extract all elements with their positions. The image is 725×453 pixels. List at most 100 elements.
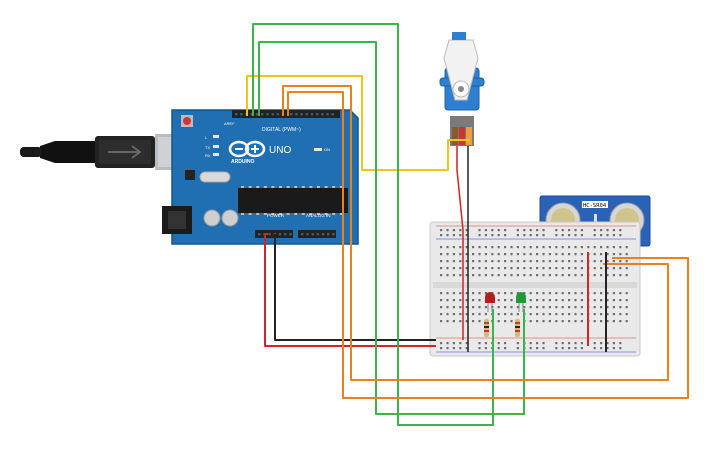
breadboard-hole bbox=[561, 299, 564, 302]
chip-pin bbox=[309, 213, 313, 215]
chip-pin bbox=[286, 186, 290, 188]
breadboard-hole bbox=[606, 253, 609, 256]
breadboard-hole bbox=[465, 274, 468, 277]
breadboard-hole bbox=[536, 246, 539, 249]
chip-pin bbox=[309, 186, 313, 188]
breadboard-hole bbox=[593, 347, 596, 350]
breadboard-hole bbox=[580, 267, 583, 270]
breadboard-hole bbox=[561, 306, 564, 309]
chip-pin bbox=[324, 186, 328, 188]
breadboard-hole bbox=[529, 342, 532, 345]
breadboard-hole bbox=[548, 253, 551, 256]
breadboard-hole bbox=[593, 229, 596, 232]
breadboard-hole bbox=[516, 253, 519, 256]
brand-label: ARDUINO bbox=[231, 159, 254, 165]
chip-pin bbox=[271, 186, 275, 188]
breadboard-hole bbox=[625, 299, 628, 302]
chip-pin bbox=[317, 186, 320, 188]
breadboard-hole bbox=[523, 292, 526, 295]
breadboard-hole bbox=[440, 299, 443, 302]
breadboard-hole bbox=[452, 260, 455, 263]
breadboard-hole bbox=[459, 246, 462, 249]
breadboard-hole bbox=[478, 292, 481, 295]
breadboard-hole bbox=[600, 229, 603, 232]
breadboard-hole bbox=[593, 234, 596, 237]
breadboard-hole bbox=[606, 347, 609, 350]
chip-pin bbox=[248, 213, 252, 215]
breadboard-hole bbox=[606, 299, 609, 302]
breadboard-hole bbox=[472, 320, 475, 323]
breadboard-hole bbox=[510, 260, 513, 263]
reset-button-icon bbox=[183, 117, 191, 125]
breadboard-hole bbox=[612, 347, 615, 350]
breadboard-hole bbox=[555, 306, 558, 309]
breadboard-hole bbox=[446, 299, 449, 302]
breadboard-hole bbox=[491, 267, 494, 270]
header-pin bbox=[255, 113, 259, 116]
breadboard-hole bbox=[612, 229, 615, 232]
breadboard-hole bbox=[510, 299, 513, 302]
breadboard-hole bbox=[574, 320, 577, 323]
breadboard-hole bbox=[472, 313, 475, 316]
breadboard-hole bbox=[459, 260, 462, 263]
breadboard-hole bbox=[516, 246, 519, 249]
breadboard-hole bbox=[580, 234, 583, 237]
breadboard-hole bbox=[452, 342, 455, 345]
breadboard-hole bbox=[619, 229, 622, 232]
breadboard-hole bbox=[459, 313, 462, 316]
breadboard-hole bbox=[606, 274, 609, 277]
breadboard-hole bbox=[536, 253, 539, 256]
breadboard-hole bbox=[446, 320, 449, 323]
chip-pin bbox=[339, 186, 343, 188]
breadboard-hole bbox=[612, 313, 615, 316]
chip-pin bbox=[301, 213, 305, 215]
wire-servo-signal bbox=[246, 75, 470, 171]
breadboard-hole bbox=[574, 299, 577, 302]
chip-pin bbox=[301, 186, 305, 188]
breadboard-hole bbox=[452, 274, 455, 277]
breadboard-hole bbox=[478, 299, 481, 302]
breadboard-hole bbox=[600, 299, 603, 302]
breadboard-hole bbox=[593, 342, 596, 345]
breadboard-hole bbox=[536, 299, 539, 302]
breadboard-hole bbox=[542, 299, 545, 302]
chip-pin bbox=[241, 186, 244, 188]
breadboard-hole bbox=[452, 306, 455, 309]
breadboard-hole bbox=[459, 347, 462, 350]
breadboard-hole bbox=[516, 347, 519, 350]
breadboard-hole bbox=[484, 229, 487, 232]
breadboard-hole bbox=[446, 246, 449, 249]
breadboard-hole bbox=[452, 320, 455, 323]
breadboard-hole bbox=[625, 306, 628, 309]
breadboard-hole bbox=[568, 267, 571, 270]
breadboard-hole bbox=[523, 234, 526, 237]
breadboard-hole bbox=[504, 253, 507, 256]
breadboard-hole bbox=[612, 299, 615, 302]
breadboard-hole bbox=[446, 253, 449, 256]
breadboard-hole bbox=[574, 267, 577, 270]
header-pin bbox=[306, 233, 309, 236]
breadboard-hole bbox=[600, 274, 603, 277]
chip-pin bbox=[279, 213, 282, 215]
breadboard-hole bbox=[548, 320, 551, 323]
header-pin bbox=[310, 113, 314, 116]
breadboard-hole bbox=[574, 229, 577, 232]
breadboard-hole bbox=[619, 253, 622, 256]
breadboard-hole bbox=[580, 342, 583, 345]
breadboard-hole bbox=[465, 292, 468, 295]
breadboard-hole bbox=[484, 306, 487, 309]
breadboard-hole bbox=[555, 347, 558, 350]
breadboard-hole bbox=[619, 260, 622, 263]
breadboard-hole bbox=[440, 292, 443, 295]
breadboard-hole bbox=[619, 299, 622, 302]
breadboard-hole bbox=[561, 320, 564, 323]
breadboard-hole bbox=[593, 267, 596, 270]
breadboard-hole bbox=[529, 347, 532, 350]
breadboard-hole bbox=[548, 313, 551, 316]
header-pin bbox=[261, 113, 264, 116]
breadboard-hole bbox=[497, 260, 500, 263]
breadboard-hole bbox=[568, 320, 571, 323]
breadboard-hole bbox=[542, 253, 545, 256]
breadboard-hole bbox=[523, 229, 526, 232]
header-pin bbox=[271, 113, 274, 116]
